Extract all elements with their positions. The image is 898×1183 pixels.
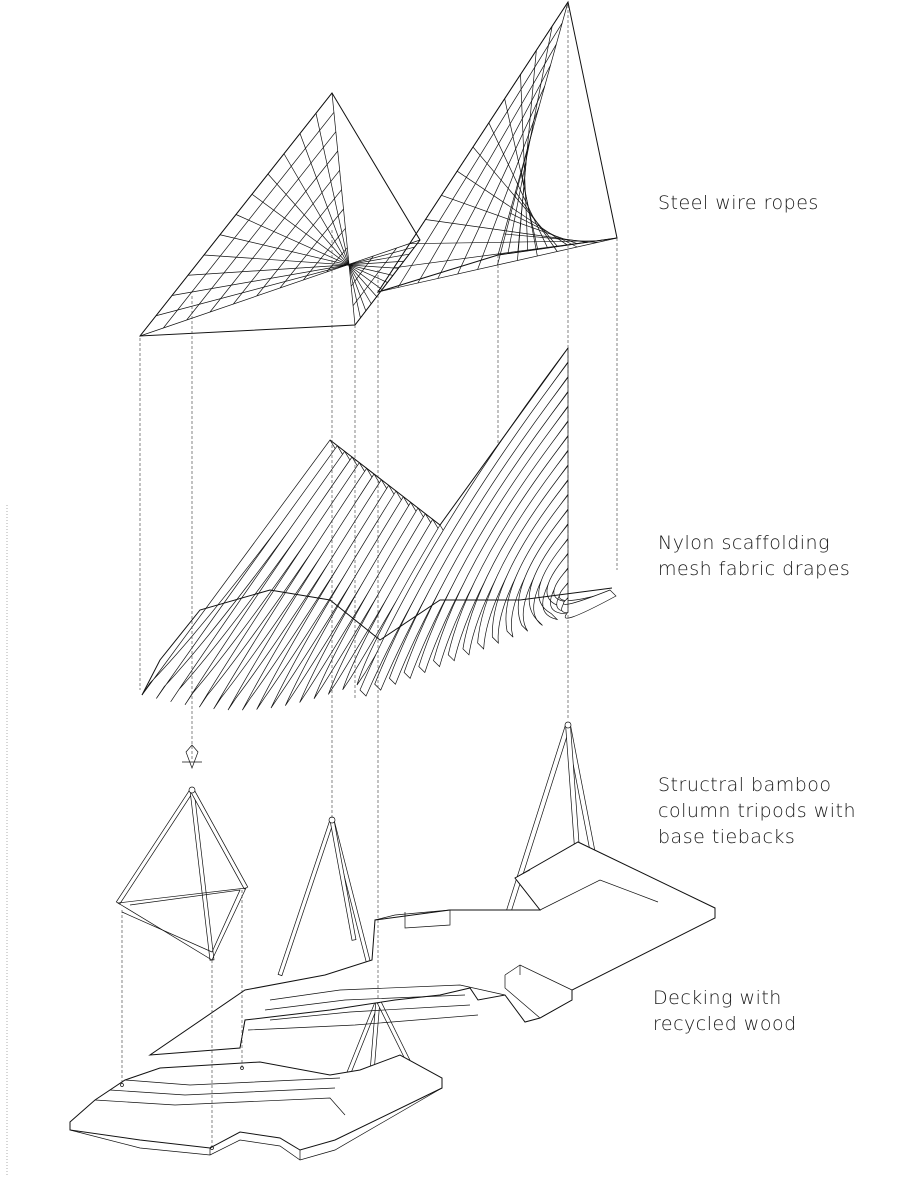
drape-bottom-edge (141, 587, 613, 696)
left-drape-strip (328, 512, 432, 695)
left-saddle-edge (138, 92, 421, 337)
right-saddle-rope (517, 50, 537, 253)
lower-deck-step (124, 1077, 341, 1086)
label-line: recycled wood (653, 1013, 797, 1035)
guide-anchor (120, 1083, 124, 1087)
recycled-wood-decking (69, 841, 716, 1161)
right-saddle-rope (488, 122, 548, 249)
right-saddle-rope (456, 170, 568, 246)
right-saddle-rope (441, 195, 578, 244)
deck-step (269, 984, 506, 1001)
label-line: Nylon scaffolding (658, 532, 830, 554)
left-saddle-rope (315, 113, 361, 318)
deck-panel (404, 910, 451, 929)
left-saddle-rope (219, 234, 393, 276)
left-saddle-rope (203, 254, 399, 269)
guide-anchor (210, 1146, 214, 1150)
left-saddle-rope (155, 246, 415, 317)
label-decking: Decking with recycled wood (653, 985, 797, 1037)
left-saddle-rope (139, 239, 421, 337)
left-saddle-rope (267, 173, 377, 297)
label-bamboo-tripods: Structral bamboo column tripods with bas… (658, 772, 856, 850)
right-saddle-rope (472, 146, 558, 247)
label-line: Decking with (653, 987, 782, 1009)
lower-deck-step (109, 1087, 336, 1096)
label-nylon-drapes: Nylon scaffolding mesh fabric drapes (658, 530, 850, 582)
right-saddle-rope (425, 219, 588, 243)
left-saddle-rope (187, 260, 404, 276)
right-tripod-joint (564, 721, 572, 729)
left-tripod-tieback (121, 889, 241, 953)
left-tripod-tieback (116, 887, 247, 961)
label-line: Structral bamboo (658, 774, 832, 796)
deck-panel (539, 879, 659, 911)
bamboo-pole (329, 819, 357, 941)
left-drape-strip (242, 479, 388, 711)
left-drape-strip (199, 462, 366, 708)
right-drape-strip (528, 523, 569, 626)
deck-panel (514, 869, 531, 879)
alignment-guides (120, 5, 618, 1150)
right-saddle-rope (377, 237, 618, 293)
lower-deck-step (94, 1097, 346, 1116)
guide-anchor (240, 1066, 244, 1070)
right-saddle-rope (504, 98, 539, 250)
drape-top-edge (329, 347, 569, 526)
left-saddle-rope (283, 153, 372, 304)
right-saddle-rope (497, 1, 569, 256)
nylon-mesh-drapes (141, 346, 617, 711)
upper-deck-plate (148, 841, 716, 1056)
lower-deck-edge (69, 1087, 443, 1161)
deck-step (504, 975, 541, 1019)
left-drape-strip (170, 450, 352, 702)
left-saddle-rope (171, 253, 410, 296)
right-drape-strip (563, 589, 617, 619)
deck-step (264, 994, 466, 1011)
label-steel-wire-ropes: Steel wire ropes (658, 190, 819, 216)
left-drape-strip (256, 484, 396, 710)
left-saddle-rope (235, 214, 388, 283)
left-drape-strip (299, 501, 418, 703)
bamboo-pole (115, 788, 195, 905)
right-saddle-rope (409, 240, 598, 245)
left-saddle-rope (299, 133, 367, 311)
deck-step (374, 909, 451, 921)
label-line: Steel wire ropes (658, 192, 819, 214)
bamboo-pole (189, 789, 215, 961)
deck-step (247, 1014, 479, 1031)
label-line: mesh fabric drapes (658, 558, 851, 580)
bamboo-pole (277, 818, 335, 977)
right-saddle-rope (520, 74, 529, 251)
left-drape-strip (285, 495, 410, 706)
steel-wire-rope-roof (138, 0, 618, 337)
left-saddle-rope (251, 193, 383, 290)
deck-edge (539, 990, 573, 1019)
left-tripod-joint (188, 786, 196, 794)
lower-deck-plate (69, 1054, 443, 1151)
label-line: column tripods with (658, 800, 857, 822)
left-saddle-rope (331, 92, 356, 326)
deck-step (269, 1004, 471, 1021)
deck-edge (239, 1019, 246, 1049)
label-line: base tiebacks (658, 826, 796, 848)
